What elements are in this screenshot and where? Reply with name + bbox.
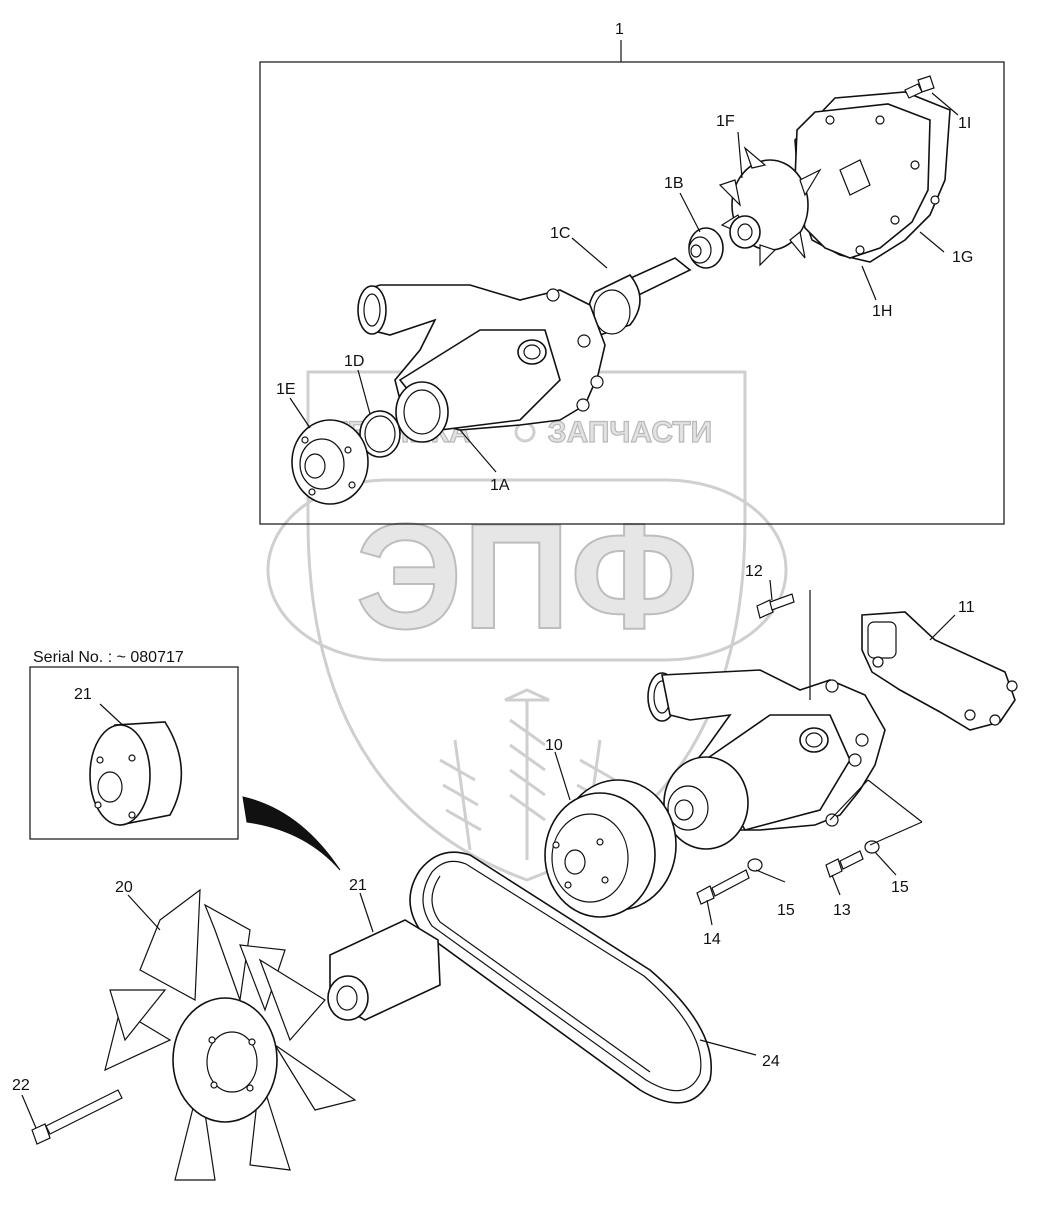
wheat-icon (439, 688, 616, 860)
label-20: 20 (115, 879, 133, 896)
part-20-fan (104, 888, 357, 1181)
label-1H: 1H (872, 303, 892, 320)
part-1A-pump-housing (357, 284, 606, 443)
label-15-left: 15 (777, 902, 795, 919)
part-21-spacer (327, 919, 441, 1021)
leaders-top (289, 92, 959, 473)
inset-box: Serial No. : ~ 080717 21 (29, 649, 239, 840)
label-1A: 1A (490, 477, 510, 494)
part-1F-impeller (718, 146, 822, 267)
leaders-bottom (21, 579, 956, 1129)
label-1D: 1D (344, 353, 364, 370)
part-24-belt (409, 851, 712, 1104)
assembly-1-box: 1 (259, 21, 1005, 525)
label-1E: 1E (276, 381, 296, 398)
label-15-right: 15 (891, 879, 909, 896)
label-1C: 1C (550, 225, 570, 242)
label-1: 1 (615, 21, 624, 38)
part-11-gasket (861, 611, 1018, 731)
label-10: 10 (545, 737, 563, 754)
part-1D-snap-ring (359, 410, 401, 458)
inset-caption: Serial No. : ~ 080717 (33, 649, 184, 666)
label-21-inset: 21 (74, 686, 92, 703)
part-1B-seal (688, 227, 724, 269)
part-14-bolt (696, 858, 763, 905)
part-water-pump-assembly (647, 669, 886, 850)
label-21-lower: 21 (349, 877, 367, 894)
part-22-bolt (31, 1089, 123, 1145)
watermark-big-text: ЭПФ (356, 492, 699, 660)
part-1G-1H-cover (794, 91, 951, 263)
label-12: 12 (745, 563, 763, 580)
part-21-spacer-inset (89, 721, 183, 826)
label-13: 13 (833, 902, 851, 919)
part-13-bolt (825, 840, 880, 878)
label-1F: 1F (716, 113, 735, 130)
label-24: 24 (762, 1053, 780, 1070)
part-1C-shaft-bearing (587, 257, 692, 336)
curved-arrow-icon (242, 796, 341, 871)
part-10-pulley (544, 779, 677, 918)
label-11: 11 (958, 599, 975, 616)
label-1I: 1I (958, 115, 971, 132)
watermark-right-word: ЗАПЧАСТИ (548, 416, 712, 449)
part-12-bolt (756, 593, 795, 619)
label-22: 22 (12, 1077, 30, 1094)
part-1I-bolt (904, 75, 935, 99)
part-1E-flange (291, 419, 369, 505)
label-1G: 1G (952, 249, 973, 266)
label-14: 14 (703, 931, 721, 948)
label-1B: 1B (664, 175, 684, 192)
